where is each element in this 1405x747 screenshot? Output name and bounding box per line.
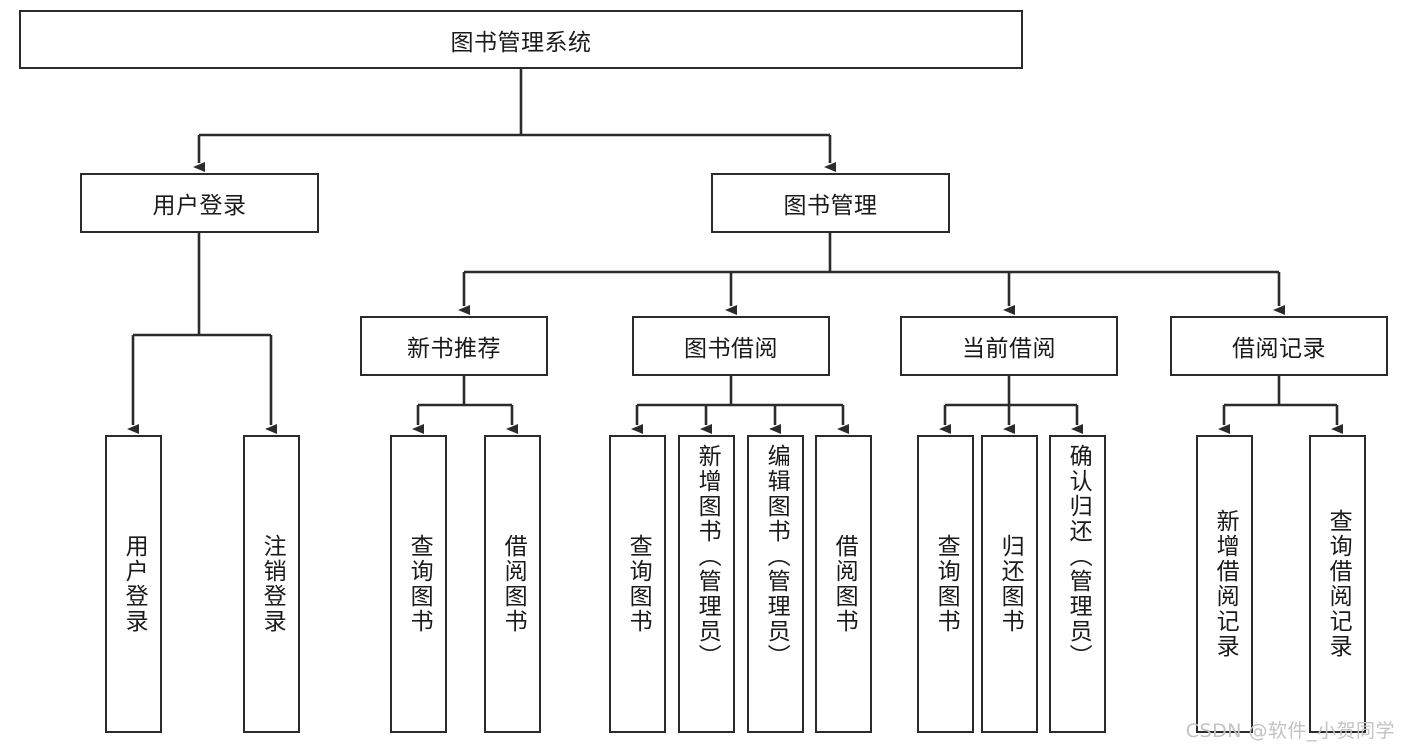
node-leaf-add-record[interactable]: 新增借阅记录 — [1196, 435, 1253, 733]
node-leaf-query-book-3-label: 查询图书 — [933, 534, 960, 634]
node-book-manage-label: 图书管理 — [783, 193, 878, 219]
node-book-manage[interactable]: 图书管理 — [711, 173, 950, 233]
node-leaf-query-book-2-label: 查询图书 — [625, 534, 652, 634]
node-new-book-recommend[interactable]: 新书推荐 — [360, 316, 548, 376]
node-leaf-edit-book[interactable]: 编辑图书（管理员） — [747, 435, 804, 733]
node-leaf-query-book-1[interactable]: 查询图书 — [390, 435, 447, 733]
node-current-borrow-label: 当前借阅 — [962, 336, 1056, 362]
node-user-login[interactable]: 用户登录 — [80, 173, 319, 233]
node-leaf-borrow-book-2-label: 借阅图书 — [831, 534, 858, 634]
node-book-borrow-label: 图书借阅 — [684, 336, 778, 362]
node-leaf-query-record[interactable]: 查询借阅记录 — [1309, 435, 1366, 733]
node-borrow-record[interactable]: 借阅记录 — [1170, 316, 1388, 376]
node-book-borrow[interactable]: 图书借阅 — [632, 316, 830, 376]
node-root-label: 图书管理系统 — [450, 29, 592, 56]
node-borrow-record-label: 借阅记录 — [1232, 336, 1326, 362]
node-leaf-add-book[interactable]: 新增图书（管理员） — [678, 435, 735, 733]
node-leaf-user-logout[interactable]: 注销登录 — [243, 435, 300, 733]
node-current-borrow[interactable]: 当前借阅 — [900, 316, 1118, 376]
node-user-login-label: 用户登录 — [152, 193, 247, 219]
node-leaf-return-book[interactable]: 归还图书 — [981, 435, 1038, 733]
node-leaf-borrow-book-1-label: 借阅图书 — [500, 534, 527, 634]
node-leaf-return-book-label: 归还图书 — [997, 534, 1024, 634]
node-leaf-user-login[interactable]: 用户登录 — [105, 435, 162, 733]
node-leaf-edit-book-label: 编辑图书（管理员） — [763, 444, 790, 669]
node-leaf-query-record-label: 查询借阅记录 — [1325, 509, 1352, 659]
node-leaf-confirm-return-label: 确认归还（管理员） — [1065, 444, 1092, 669]
node-leaf-borrow-book-2[interactable]: 借阅图书 — [815, 435, 872, 733]
node-leaf-borrow-book-1[interactable]: 借阅图书 — [484, 435, 541, 733]
node-leaf-user-login-label: 用户登录 — [121, 534, 148, 634]
node-leaf-add-book-label: 新增图书（管理员） — [694, 444, 721, 669]
csdn-watermark: CSDN @软件_小贺同学 — [1185, 720, 1395, 742]
node-leaf-query-book-1-label: 查询图书 — [406, 534, 433, 634]
node-root[interactable]: 图书管理系统 — [19, 10, 1023, 69]
node-leaf-add-record-label: 新增借阅记录 — [1212, 509, 1239, 659]
node-leaf-query-book-3[interactable]: 查询图书 — [917, 435, 974, 733]
node-new-book-recommend-label: 新书推荐 — [407, 336, 501, 362]
node-leaf-confirm-return[interactable]: 确认归还（管理员） — [1049, 435, 1106, 733]
node-leaf-user-logout-label: 注销登录 — [259, 534, 286, 634]
node-leaf-query-book-2[interactable]: 查询图书 — [609, 435, 666, 733]
